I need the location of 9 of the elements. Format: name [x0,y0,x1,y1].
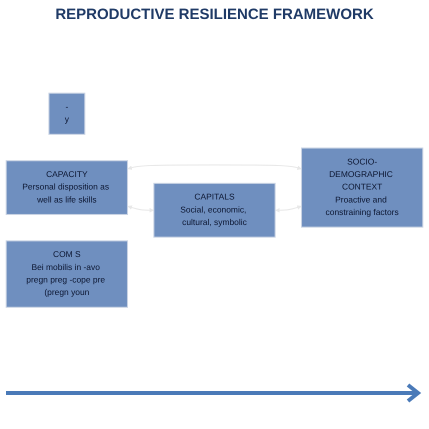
diagram-title: REPRODUCTIVE RESILIENCE FRAMEWORK [54,5,375,25]
node-box: COM S Bei mobilis in -avo pregn preg -cope pre (pregn youn [6,240,128,308]
node-box: CAPACITY Personal disposition as well as life skills [6,160,128,215]
node-box: SOCIO-DEMOGRAPHIC CONTEXT Proactive and constraining factors [300,147,424,228]
node-box: CAPITALS Social, economic, cultural, symbolic [153,182,276,238]
node-box: - y [48,92,86,135]
arrow [128,205,154,212]
arrow [128,164,302,170]
arrow [275,204,302,212]
